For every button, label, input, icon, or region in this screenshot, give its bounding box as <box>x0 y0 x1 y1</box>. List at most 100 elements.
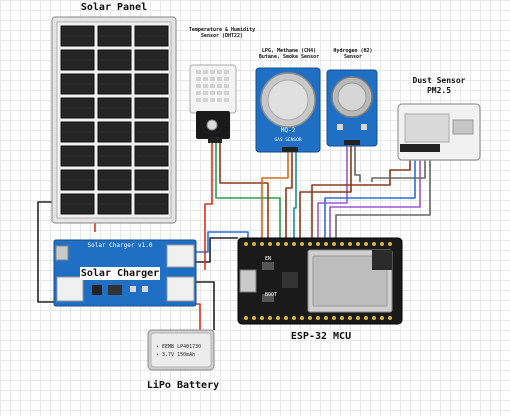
label-esp32: ESP-32 MCU <box>290 331 352 342</box>
wire-dust-vo <box>324 150 416 238</box>
esp-header-pin <box>260 242 264 246</box>
dht-vent-slot <box>196 84 201 88</box>
esp-header-pin <box>324 242 328 246</box>
dust-sensor <box>397 103 481 161</box>
esp-header-pin <box>300 316 304 320</box>
wire-charger-gnd <box>196 237 238 263</box>
dht-vent-slot <box>217 91 222 95</box>
wire-h2-aout <box>354 145 361 182</box>
esp-header-pin <box>356 316 360 320</box>
esp-header-pin <box>260 316 264 320</box>
esp-header-pin <box>332 242 336 246</box>
esp-header-pin <box>244 316 248 320</box>
esp-header-pin <box>388 242 392 246</box>
mq2-face-text: MQ-2 <box>281 127 296 134</box>
wire-h2-vcc <box>317 145 348 238</box>
wire-mq2-gnd <box>285 150 293 238</box>
dht-vent-slot <box>210 98 215 102</box>
esp-header-pin <box>364 316 368 320</box>
esp-en-text: EN <box>265 256 271 262</box>
esp-header-pin <box>244 242 248 246</box>
esp-header-pin <box>276 316 280 320</box>
mq2-sub-text: GAS SENSOR <box>274 137 301 143</box>
dht-vent-slot <box>203 84 208 88</box>
label-dust-line2: PM2.5 <box>426 86 452 95</box>
wire-mq2-aout <box>293 150 297 238</box>
label-dht22-line2: Sensor (DHT22) <box>200 33 244 39</box>
esp-header-pin <box>268 316 272 320</box>
esp-header-pin <box>316 242 320 246</box>
wire-charger-vout <box>196 231 249 253</box>
esp-header-pin <box>348 242 352 246</box>
mq2-gas-sensor: MQ-2 GAS SENSOR <box>255 67 321 153</box>
dht-vent-slot <box>210 84 215 88</box>
wire-dht-gnd <box>219 142 269 238</box>
esp-header-pin <box>308 316 312 320</box>
dht-vent-slot <box>217 77 222 81</box>
dht-vent-slot <box>224 77 229 81</box>
esp-header-pin <box>300 242 304 246</box>
label-mq2-line1: LPG, Methane (CH4) <box>261 48 317 54</box>
dht-vent-slot <box>203 70 208 74</box>
dht-vent-slot <box>224 98 229 102</box>
lipo-battery: • EEMB LP401730 • 3.7V 150mAh <box>147 329 215 371</box>
label-dht22: Temperature & Humidity Sensor (DHT22) <box>176 27 268 39</box>
esp-header-pin <box>340 316 344 320</box>
wire-dust-vcc <box>329 150 421 238</box>
label-mq2-line2: Butane, Smoke Sensor <box>258 54 320 60</box>
esp-header-pin <box>380 242 384 246</box>
dht-vent-slot <box>196 77 201 81</box>
esp32-board: BOOT EN <box>237 237 403 325</box>
label-h2: Hydrogen (H2) Sensor <box>322 48 384 60</box>
dht-vent-slot <box>217 84 222 88</box>
battery-model-text: • EEMB LP401730 <box>156 344 201 350</box>
esp-header-pin <box>340 242 344 246</box>
esp-header-pin <box>284 242 288 246</box>
esp-header-pin <box>372 316 376 320</box>
esp-header-pin <box>332 316 336 320</box>
esp-header-pin <box>316 316 320 320</box>
dht-vent-slot <box>196 70 201 74</box>
esp-header-pin <box>308 242 312 246</box>
dht-vent-slot <box>210 77 215 81</box>
label-lipo-battery: LiPo Battery <box>146 380 220 391</box>
esp-header-pin <box>252 242 256 246</box>
battery-spec-text: • 3.7V 150mAh <box>156 352 195 358</box>
wire-h2-gnd <box>299 145 352 238</box>
h2-gas-sensor <box>326 69 378 147</box>
dht22-sensor <box>189 64 237 143</box>
wire-mq2-vcc <box>261 150 289 238</box>
dht-vent-slot <box>203 77 208 81</box>
esp-header-pin <box>356 242 360 246</box>
esp-header-pin <box>292 242 296 246</box>
esp-header-pin <box>276 242 280 246</box>
charger-board-title: Solar Charger v1.0 <box>87 242 152 249</box>
wire-dust-gnd <box>371 150 426 182</box>
esp-header-pin <box>292 316 296 320</box>
label-solar-charger: Solar Charger <box>80 267 160 280</box>
dht-vent-slot <box>217 98 222 102</box>
wire-dht-vcc <box>204 142 213 270</box>
label-dust-line1: Dust Sensor <box>412 76 466 85</box>
esp-header-pin <box>324 316 328 320</box>
esp-boot-text: BOOT <box>265 292 277 298</box>
label-solar-panel: Solar Panel <box>80 2 148 13</box>
dht-vent-slot <box>224 91 229 95</box>
esp-header-pin <box>372 242 376 246</box>
dht-vent-slot <box>210 91 215 95</box>
label-dht22-line1: Temperature & Humidity <box>188 27 256 33</box>
dht-vent-slot <box>203 91 208 95</box>
wire-panel-negative <box>37 201 60 303</box>
label-mq2: LPG, Methane (CH4) Butane, Smoke Sensor <box>248 48 330 60</box>
esp-header-pin <box>268 242 272 246</box>
dht-vent-slot <box>196 98 201 102</box>
esp-header-pin <box>380 316 384 320</box>
esp-header-pin <box>364 242 368 246</box>
wire-dust-aux <box>335 150 431 238</box>
label-h2-line1: Hydrogen (H2) <box>333 48 373 54</box>
solar-panel <box>51 16 177 224</box>
wire-dust-led <box>311 150 411 238</box>
dht-vent-slot <box>224 70 229 74</box>
dht-vent-slot <box>217 70 222 74</box>
